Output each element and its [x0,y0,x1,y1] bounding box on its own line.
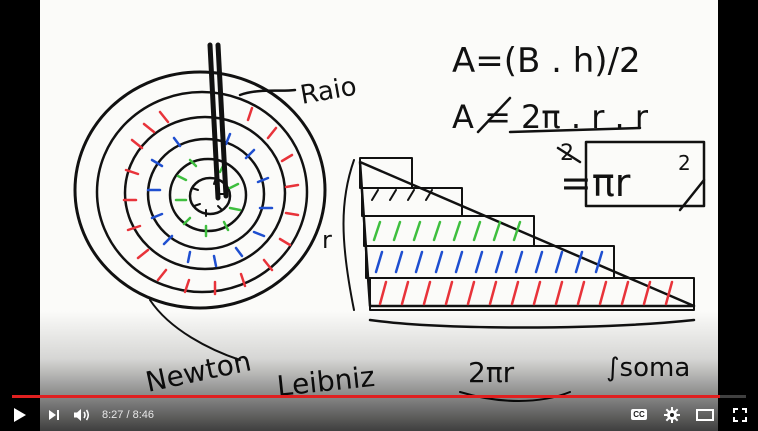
fullscreen-icon [733,407,747,422]
duration: 8:46 [132,408,155,421]
volume-icon [74,408,90,421]
whiteboard-drawing: A=(B . h)/2 A = 2π . r . r 2 =πr 2 Raio [73,41,706,403]
progress-played [12,395,720,398]
theater-mode-button[interactable] [688,398,722,431]
unrolled-triangle-drawing: r [322,157,696,329]
fullscreen-button[interactable] [722,398,758,431]
player-controls: 8:27 / 8:46 CC [0,398,758,431]
current-time: 8:27 [102,408,124,421]
next-icon [49,409,59,420]
video-frame[interactable]: A=(B . h)/2 A = 2π . r . r 2 =πr 2 Raio [40,0,718,431]
label-soma: ∫soma [606,353,690,383]
concentric-circles-drawing [73,42,327,310]
label-newton: Newton [143,344,254,399]
label-r: r [322,226,332,254]
play-icon [14,407,26,422]
play-button[interactable] [0,398,40,431]
result-exponent: 2 [678,151,691,175]
next-button[interactable] [40,398,68,431]
theater-icon [696,408,714,421]
captions-button[interactable]: CC [622,398,656,431]
result-formula: =πr [560,161,631,205]
label-two-pi-r: 2πr [468,356,515,389]
cc-icon: CC [631,409,647,420]
progress-bar[interactable] [12,395,746,398]
time-separator: / [123,408,133,421]
settings-button[interactable] [656,398,688,431]
formula-top: A=(B . h)/2 [452,41,641,81]
gear-icon [664,406,680,423]
bottom-labels: Newton Leibniz 2πr ∫soma [143,299,690,403]
formula-block: A=(B . h)/2 A = 2π . r . r 2 =πr 2 Raio [298,41,706,212]
time-display: 8:27 / 8:46 [102,409,154,421]
volume-button[interactable] [68,398,96,431]
label-raio: Raio [298,72,359,111]
